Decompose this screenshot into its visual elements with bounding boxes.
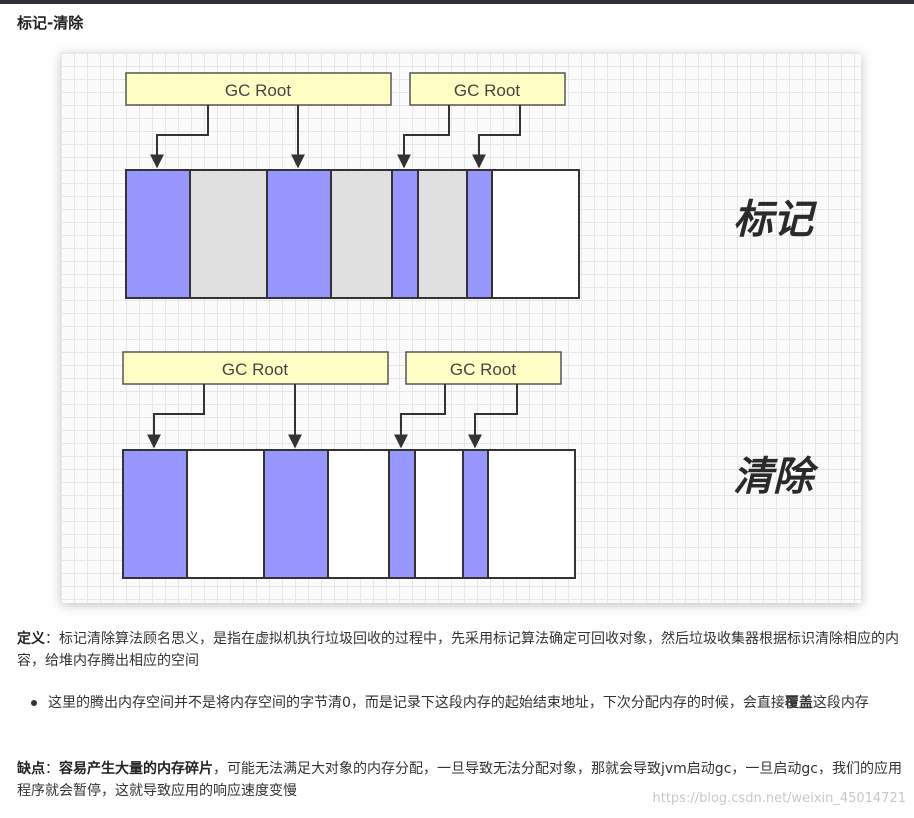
bullet-dot — [31, 700, 37, 706]
mark-sweep-svg: GC Root GC Root 标记 GC Root — [122, 72, 819, 579]
gc-root-box-1: GC Root — [125, 72, 392, 106]
mark-arrows — [150, 105, 521, 169]
drawback-title: 缺点 — [17, 761, 45, 777]
gc-root-label: GC Root — [222, 360, 288, 379]
watermark: https://blog.csdn.net/weixin_45014721 — [652, 791, 906, 806]
bullet-text-after: 这段内存 — [812, 695, 869, 711]
gc-root-box-2: GC Root — [409, 72, 566, 106]
gc-root-label: GC Root — [454, 81, 520, 100]
definition-text: 标记清除算法顾名思义，是指在虚拟机执行垃圾回收的过程中，先采用标记算法确定可回收… — [17, 631, 899, 669]
top-bar — [0, 0, 914, 4]
mark-memory-bar — [125, 169, 580, 299]
drawback-paragraph: 缺点：容易产生大量的内存碎片，可能无法满足大对象的内存分配，一旦导致无法分配对象… — [17, 758, 902, 802]
mark-sweep-diagram: GC Root GC Root 标记 GC Root — [61, 53, 861, 603]
bullet-text-before: 这里的腾出内存空间并不是将内存空间的字节清0，而是记录下这段内存的起始结束地址，… — [48, 695, 785, 711]
definition-colon: ： — [45, 631, 59, 647]
gc-root-label: GC Root — [225, 81, 291, 100]
section-heading: 标记-清除 — [17, 14, 84, 32]
gc-root-box-3: GC Root — [122, 351, 389, 385]
definition-title: 定义 — [17, 631, 45, 647]
sweep-label: 清除 — [733, 454, 819, 500]
drawback-bold: 容易产生大量的内存碎片 — [59, 761, 213, 777]
drawback-colon: ： — [45, 761, 59, 777]
definition-paragraph: 定义：标记清除算法顾名思义，是指在虚拟机执行垃圾回收的过程中，先采用标记算法确定… — [17, 628, 902, 672]
sweep-memory-bar — [122, 449, 576, 579]
drawback-text: ，可能无法满足大对象的内存分配，一旦导致无法分配对象，那就会导致jvm启动gc，… — [17, 761, 902, 799]
list-item: 这里的腾出内存空间并不是将内存空间的字节清0，而是记录下这段内存的起始结束地址，… — [31, 692, 898, 714]
bullet-bold: 覆盖 — [784, 695, 813, 711]
sweep-arrows — [147, 384, 518, 449]
gc-root-label: GC Root — [450, 360, 516, 379]
mark-label: 标记 — [733, 197, 818, 243]
gc-root-box-4: GC Root — [405, 351, 562, 385]
